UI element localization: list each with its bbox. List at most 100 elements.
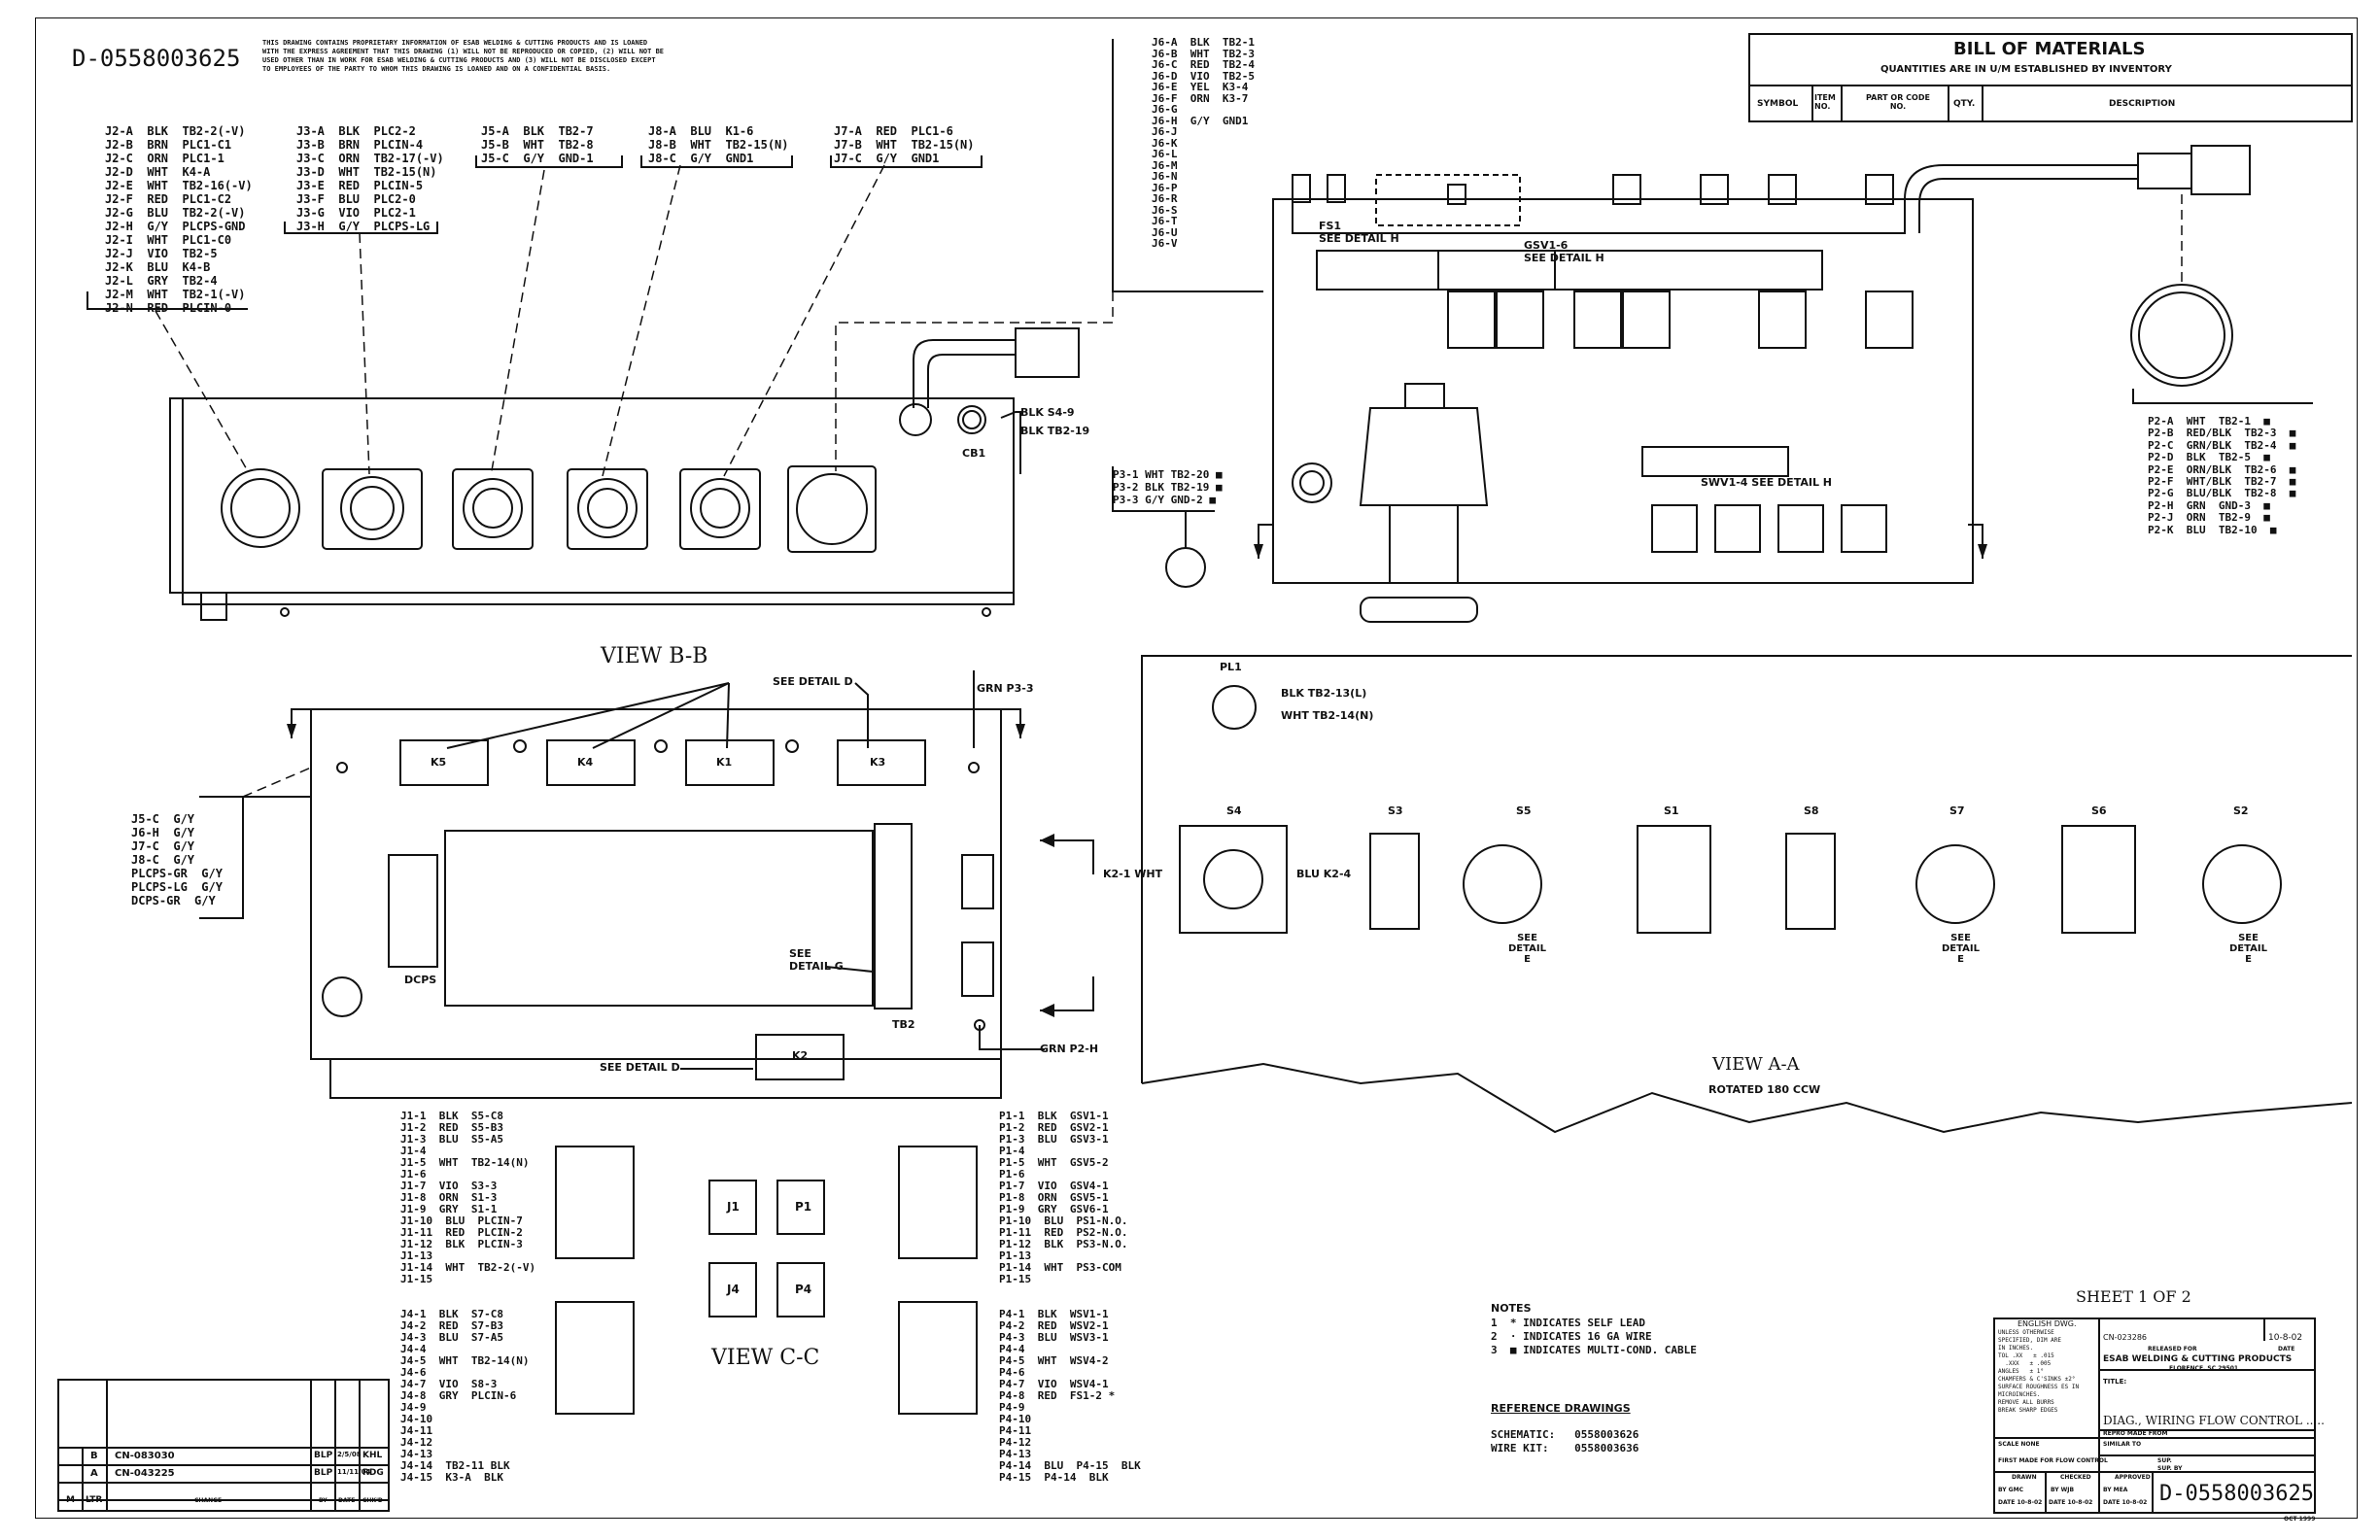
- cc-j4: J4: [727, 1283, 740, 1296]
- switch-s4-label: S4: [1226, 804, 1242, 817]
- bom-col-qty: QTY.: [1953, 99, 1976, 109]
- grn-p2-h-label: GRN P2-H: [1040, 1043, 1099, 1055]
- switch-s3-label: S3: [1388, 804, 1403, 817]
- wirelist-ground: J5-C G/Y J6-H G/Y J7-C G/Y J8-C G/Y PLCP…: [131, 812, 223, 907]
- relay-k1: K1: [716, 756, 733, 769]
- tb-first-made: FIRST MADE FOR FLOW CONTROL: [1998, 1457, 2108, 1464]
- wirelist-j3: J3-A BLK PLC2-2 J3-B BRN PLCIN-4 J3-C OR…: [296, 124, 444, 233]
- relay-k3: K3: [870, 756, 886, 769]
- rev-b-ltr: B: [90, 1451, 98, 1461]
- detail-g-label: SEE DETAIL G: [789, 947, 844, 973]
- pinout-p1: [898, 1146, 978, 1259]
- ref-title: REFERENCE DRAWINGS: [1491, 1402, 1631, 1415]
- cb1-label: CB1: [962, 447, 986, 460]
- ref-items: SCHEMATIC: 0558003626 WIRE KIT: 05580036…: [1491, 1428, 1639, 1454]
- swv-label: SWV1-4 SEE DETAIL H: [1701, 476, 1832, 489]
- tb-drawn-by: BY GMC: [1998, 1487, 2023, 1493]
- switch-s8: [1785, 833, 1836, 930]
- rev-header-by: BY: [319, 1497, 328, 1504]
- switch-s6-label: S6: [2091, 804, 2107, 817]
- pinout-j4: [555, 1301, 635, 1415]
- detail-e-s5: SEE DETAIL E: [1508, 933, 1547, 965]
- switch-s4: [1179, 825, 1288, 934]
- rev-a-chkd: RDG: [362, 1468, 384, 1478]
- switch-s5: [1463, 844, 1542, 924]
- rev-header-ltr: LTR: [86, 1495, 103, 1505]
- unit-view-aa-top: [1272, 198, 1974, 584]
- rev-header-chkd: CHK'D: [362, 1497, 383, 1504]
- k2-4-label: BLU K2-4: [1296, 868, 1352, 880]
- switch-s1: [1637, 825, 1711, 934]
- detail-d-label: SEE DETAIL D: [773, 675, 853, 688]
- detail-e-s2: SEE DETAIL E: [2229, 933, 2268, 965]
- tb-location: FLORENCE, SC 29501: [2169, 1365, 2239, 1372]
- wirelist-j4: J4-1 BLK S7-C8 J4-2 RED S7-B3 J4-3 BLU S…: [400, 1308, 530, 1484]
- view-bb-label: VIEW B-B: [601, 644, 708, 668]
- rev-header-m: M: [66, 1495, 75, 1505]
- tb-drawn: DRAWN: [2012, 1474, 2037, 1481]
- tb-approved-date: DATE 10-8-02: [2103, 1499, 2148, 1506]
- tb-checked-by: BY WJB: [2051, 1487, 2075, 1493]
- plc-module: [444, 830, 874, 1007]
- tb-date-top: 10-8-02: [2268, 1333, 2303, 1343]
- pinout-j1: [555, 1146, 635, 1259]
- drawing-border: [35, 17, 2358, 1519]
- pl1-wire-1: BLK TB2-13(L): [1281, 687, 1367, 700]
- tb-company: ESAB WELDING & CUTTING PRODUCTS: [2103, 1354, 2293, 1364]
- wirelist-j7: J7-A RED PLC1-6 J7-B WHT TB2-15(N) J7-C …: [834, 124, 975, 165]
- switch-s3: [1369, 833, 1420, 930]
- rev-header-change: CHANGE: [194, 1497, 223, 1504]
- tb-title-label: TITLE:: [2103, 1378, 2127, 1386]
- bill-of-materials: [1748, 33, 2353, 122]
- connector-j6: [787, 465, 877, 553]
- switch-s1-label: S1: [1664, 804, 1679, 817]
- wirelist-p4: P4-1 BLK WSV1-1 P4-2 RED WSV2-1 P4-3 BLU…: [999, 1308, 1141, 1484]
- title-block: [1993, 1318, 2316, 1514]
- rev-a-change: CN-043225: [115, 1468, 175, 1479]
- view-cc-label: VIEW C-C: [711, 1346, 820, 1370]
- switch-s7-label: S7: [1949, 804, 1965, 817]
- wirelist-j2: J2-A BLK TB2-2(-V) J2-B BRN PLC1-C1 J2-C…: [105, 124, 253, 315]
- relay-k5: K5: [431, 756, 447, 769]
- cc-p4: P4: [795, 1283, 812, 1296]
- s4-9-label: BLK S4-9: [1020, 406, 1075, 419]
- gsv-label: GSV1-6 SEE DETAIL H: [1524, 239, 1604, 264]
- connector-j8: [567, 468, 648, 550]
- tb-dwg-no: D-0558003625: [2159, 1482, 2314, 1506]
- switch-s7: [1915, 844, 1995, 924]
- detail-e-s7: SEE DETAIL E: [1942, 933, 1981, 965]
- rotated-label: ROTATED 180 CCW: [1708, 1083, 1821, 1096]
- tb-checked: CHECKED: [2060, 1474, 2091, 1481]
- bom-title: BILL OF MATERIALS: [1953, 39, 2146, 59]
- tb-date-label: DATE: [2278, 1346, 2295, 1352]
- rev-a-date: 11/11/04: [337, 1468, 371, 1476]
- tb-similar: SIMILAR TO: [2103, 1441, 2142, 1448]
- switch-s8-label: S8: [1804, 804, 1819, 817]
- view-aa-label: VIEW A-A: [1712, 1054, 1800, 1075]
- relay-k2: K2: [792, 1049, 809, 1062]
- tb2-19-label: BLK TB2-19: [1020, 425, 1090, 437]
- tb-tolerance: UNLESS OTHERWISE SPECIFIED, DIM ARE IN I…: [1998, 1329, 2080, 1414]
- bom-col-part: PART OR CODE NO.: [1866, 93, 1930, 111]
- terminal-block-tb2: [874, 823, 913, 1010]
- dcps-label: DCPS: [404, 974, 437, 986]
- wirelist-p1: P1-1 BLK GSV1-1 P1-2 RED GSV2-1 P1-3 BLU…: [999, 1110, 1128, 1285]
- tb-scale: SCALE NONE: [1998, 1441, 2040, 1448]
- tb-cn: CN-023286: [2103, 1333, 2147, 1342]
- connector-j2: [221, 468, 300, 548]
- tb-released-for: RELEASED FOR: [2148, 1346, 2197, 1352]
- rev-b-date: 2/5/08: [337, 1451, 362, 1458]
- revision-table: [57, 1379, 390, 1512]
- bom-subtitle: QUANTITIES ARE IN U/M ESTABLISHED BY INV…: [1880, 64, 2172, 75]
- k2-1-label: K2-1 WHT: [1103, 868, 1163, 880]
- wirelist-j6: J6-A BLK TB2-1 J6-B WHT TB2-3 J6-C RED T…: [1152, 36, 1255, 250]
- rev-b-chkd: KHL: [362, 1451, 383, 1460]
- wirelist-p2: P2-A WHT TB2-1 ■ P2-B RED/BLK TB2-3 ■ P2…: [2148, 415, 2296, 536]
- cc-j1: J1: [727, 1200, 740, 1214]
- tb-title: DIAG., WIRING FLOW CONTROL .....: [2103, 1414, 2325, 1427]
- tb-english: ENGLISH DWG.: [2018, 1319, 2077, 1328]
- notes-title: NOTES: [1491, 1302, 1532, 1315]
- rev-b-change: CN-083030: [115, 1451, 175, 1461]
- tb-approved-by: BY MEA: [2103, 1487, 2128, 1493]
